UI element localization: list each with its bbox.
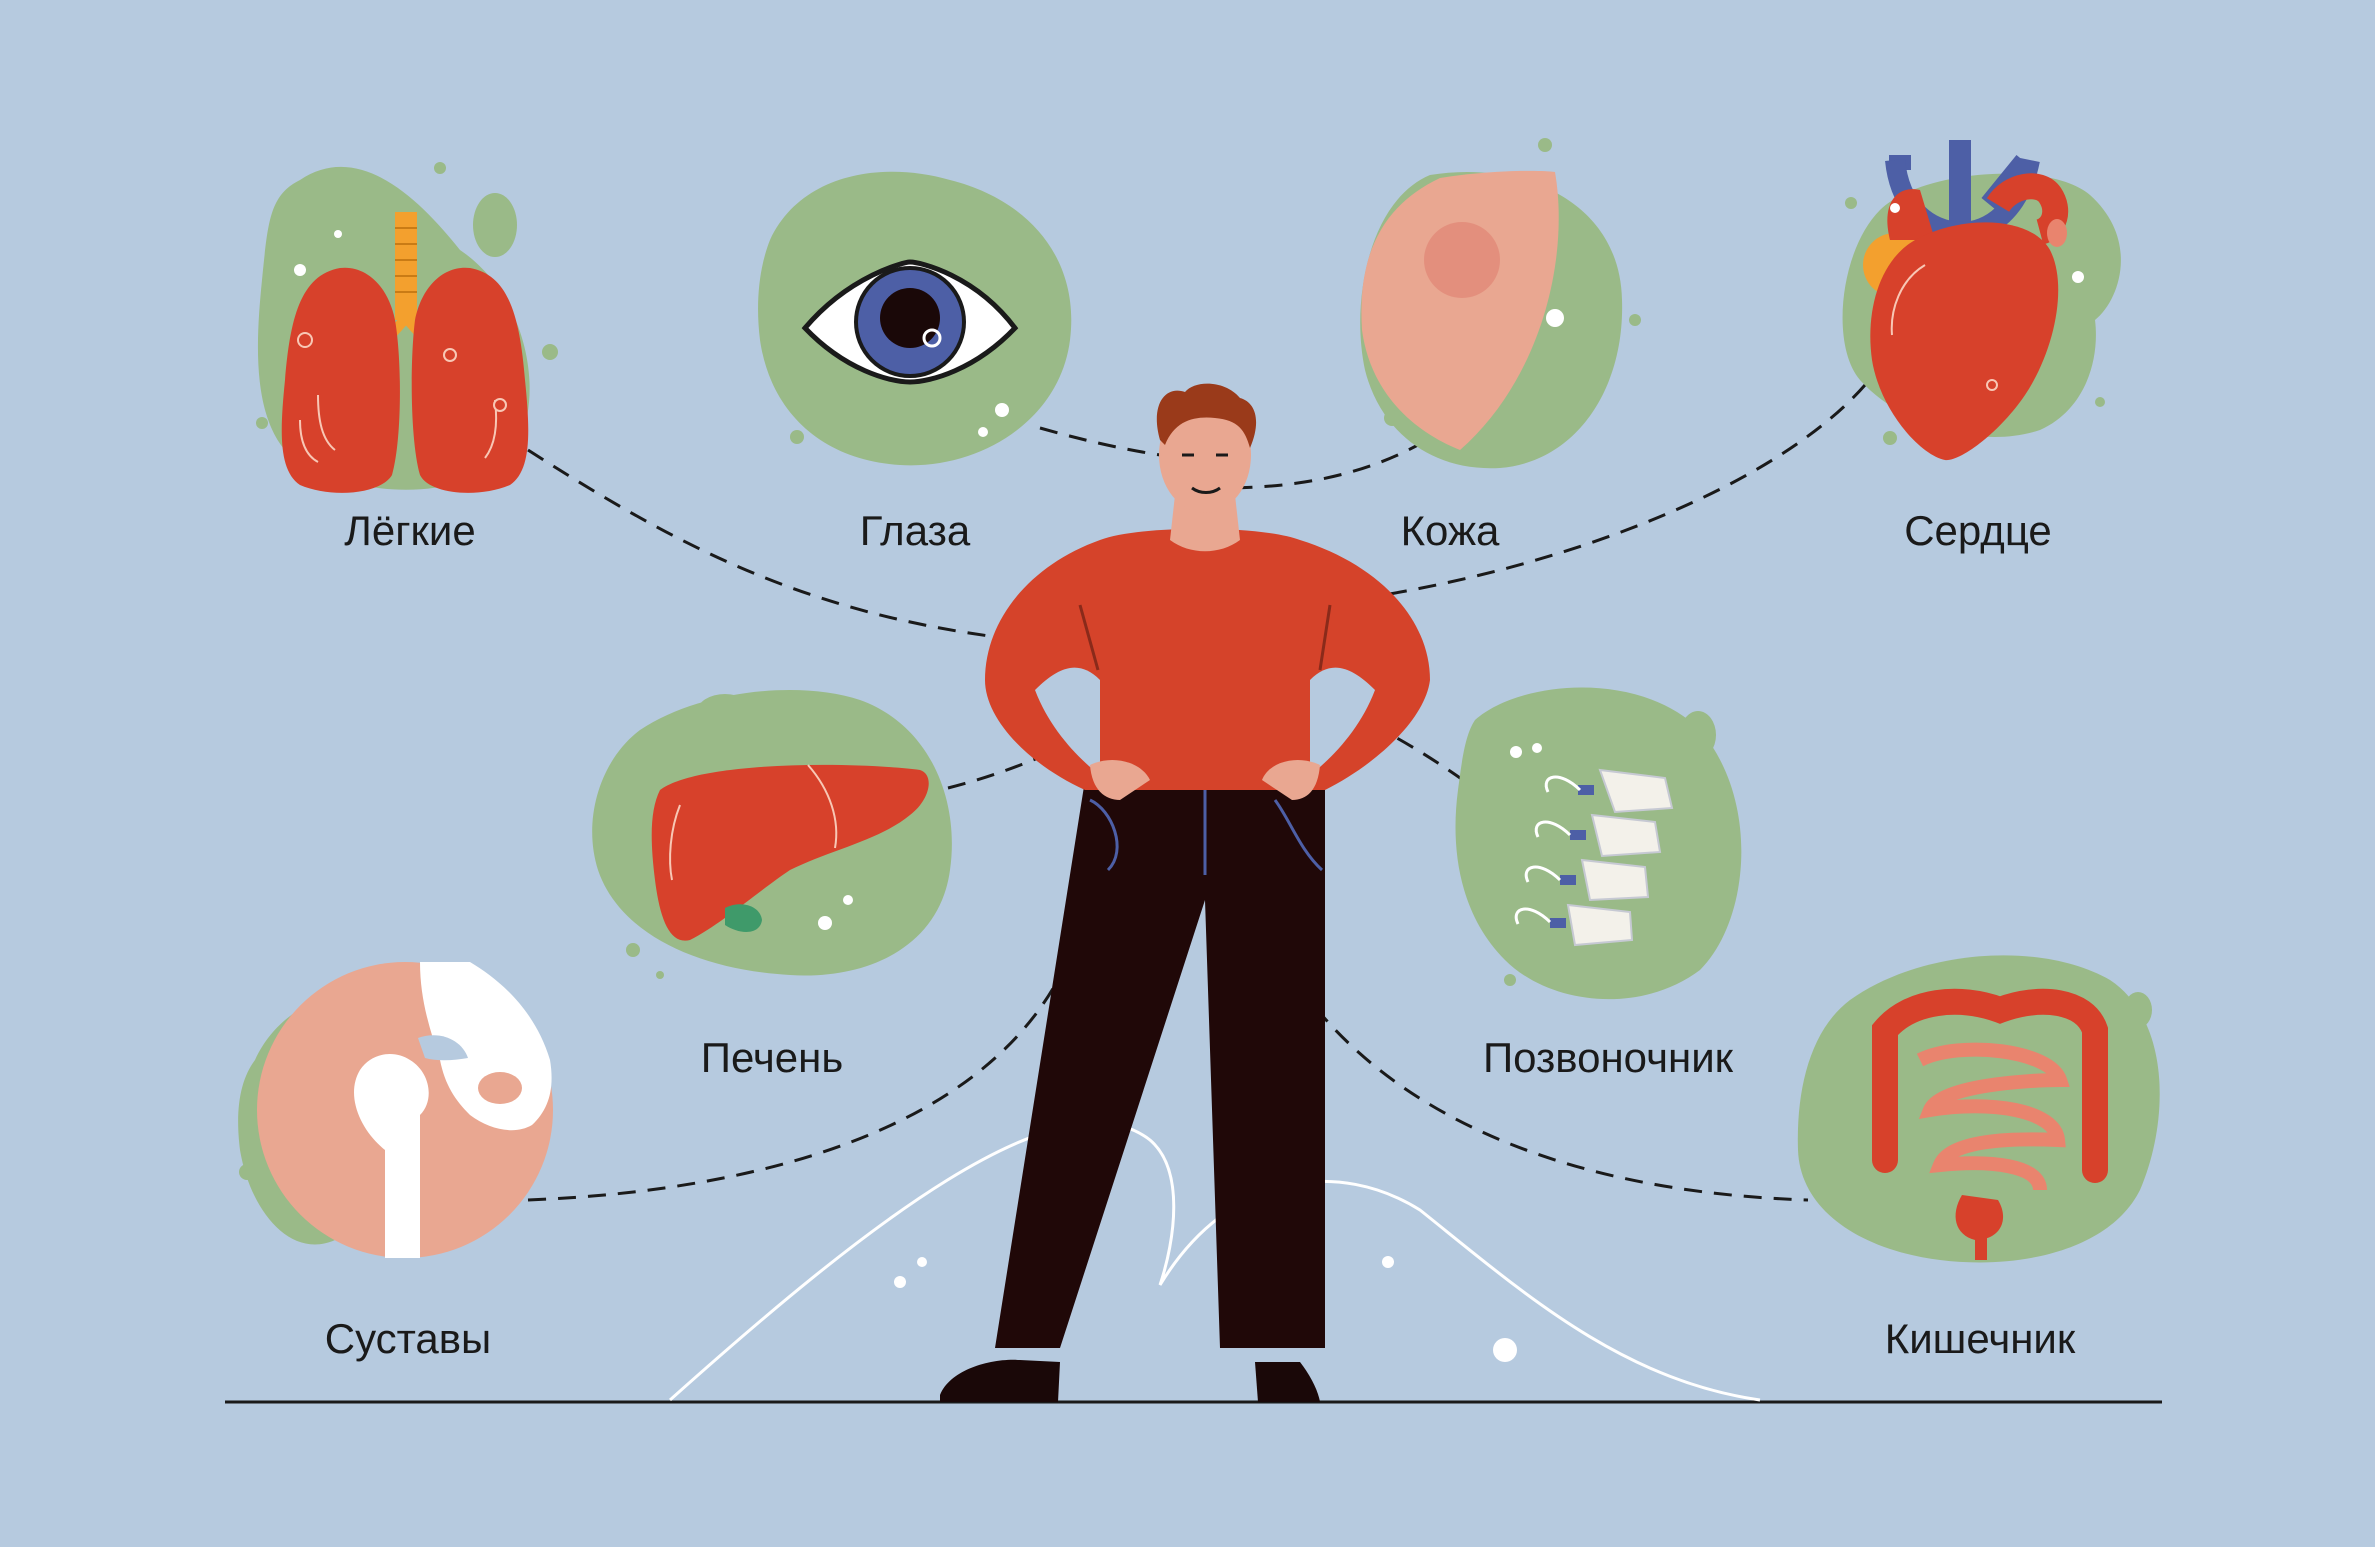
vertebrae	[1566, 768, 1674, 947]
femur-bone	[354, 1054, 429, 1258]
eye-glint	[922, 328, 942, 348]
decor-dot	[2095, 397, 2105, 407]
label-joints: Суставы	[324, 1315, 492, 1362]
skin-icon	[1360, 138, 1641, 469]
label-spine: Позвоночник	[1482, 1034, 1734, 1081]
lung-right	[411, 267, 529, 493]
decor-dot	[790, 430, 804, 444]
decor-dot	[275, 1197, 285, 1207]
heart-aorta	[1887, 189, 1935, 240]
lung-left	[281, 267, 400, 493]
bell-curve	[668, 1121, 1761, 1402]
rectum	[1955, 1195, 2004, 1240]
eye-icon	[758, 171, 1072, 466]
decor-dot	[239, 1164, 255, 1180]
decor-dot	[1384, 410, 1400, 426]
label-heart: Сердце	[1904, 507, 2052, 554]
decor-dot	[1845, 197, 1857, 209]
cartilage	[418, 1035, 468, 1061]
large-intestine	[1872, 988, 2108, 1183]
skin-patch	[1361, 170, 1559, 450]
decor-blob	[1680, 711, 1716, 759]
connector-joints	[527, 954, 1072, 1202]
label-liver: Печень	[700, 1034, 844, 1081]
gallbladder	[725, 904, 762, 932]
liver-icon	[592, 690, 952, 979]
head	[1159, 397, 1251, 513]
sweater	[985, 528, 1430, 790]
decor-dot	[1883, 431, 1897, 445]
left-shoe	[940, 1359, 1060, 1402]
label-intestine: Кишечник	[1884, 1315, 2076, 1362]
lungs-icon	[256, 162, 558, 493]
decor-dot	[1816, 1062, 1828, 1074]
decor-dot	[934, 182, 946, 194]
decor-dot	[894, 1276, 906, 1288]
decor-dot	[1629, 314, 1641, 326]
decor-dot	[1504, 974, 1516, 986]
decor-dot	[626, 943, 640, 957]
heart-icon	[1842, 140, 2121, 461]
eye-pupil	[880, 288, 940, 348]
joint-icon	[238, 962, 553, 1258]
decor-dot	[1382, 1256, 1394, 1268]
decor-blob	[473, 193, 517, 257]
decor-blob	[697, 694, 753, 730]
decor-dot	[542, 344, 558, 360]
heart-body	[1870, 222, 2059, 461]
decor-dot	[256, 417, 268, 429]
decor-dot	[1538, 138, 1552, 152]
right-hand	[1262, 760, 1320, 800]
decor-blob	[958, 203, 1022, 247]
label-lungs: Лёгкие	[344, 507, 476, 554]
label-eyes: Глаза	[859, 507, 971, 554]
decor-dot	[656, 971, 664, 979]
person-figure	[940, 383, 1430, 1402]
decor-blob	[2124, 992, 2152, 1028]
intestine-icon	[1797, 955, 2160, 1263]
neck	[1170, 495, 1240, 552]
skin-rash	[1424, 222, 1500, 298]
decor-dot	[1644, 978, 1652, 986]
right-shoe	[1255, 1362, 1320, 1402]
liver-body	[651, 764, 929, 941]
small-intestine	[1916, 1042, 2070, 1192]
trousers	[995, 780, 1325, 1348]
decor-dot	[1493, 1338, 1517, 1362]
left-hand	[1090, 760, 1150, 800]
decor-dot	[434, 162, 446, 174]
hair	[1156, 383, 1257, 448]
decor-dot	[917, 1257, 927, 1267]
label-skin: Кожа	[1400, 507, 1500, 554]
spine-icon	[1455, 687, 1742, 1000]
